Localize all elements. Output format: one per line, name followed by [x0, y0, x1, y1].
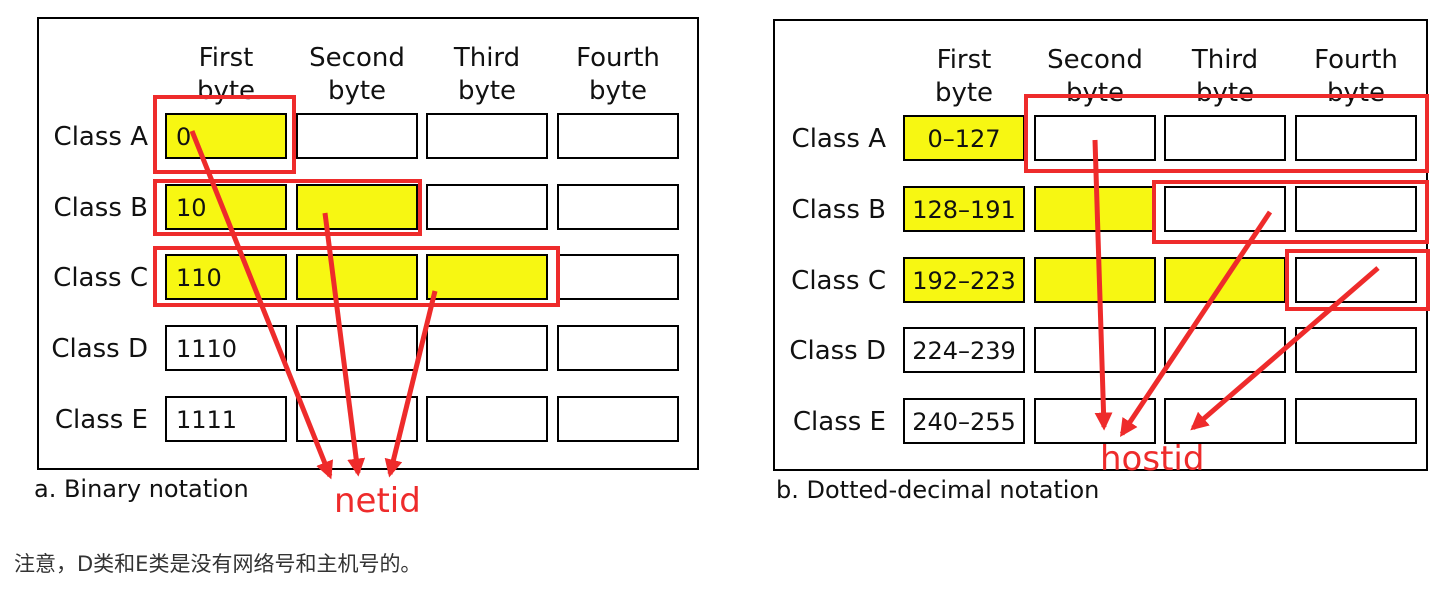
dotted-first-byte-value-1: 0–127 — [927, 125, 1000, 153]
binary-cell-r2-c4 — [557, 184, 679, 230]
dotted-cell-r4-c2 — [1034, 327, 1156, 373]
binary-col-header-3-line1: Third — [453, 43, 520, 73]
dotted-cell-r5-c1 — [903, 398, 1025, 444]
binary-row-label-2: Class B — [53, 193, 148, 223]
dotted-first-byte-value-4: 224–239 — [912, 337, 1016, 365]
binary-cell-r1-c2 — [296, 113, 418, 159]
note-text: 注意，D类和E类是没有网络号和主机号的。 — [14, 552, 422, 576]
dotted-arrow-2 — [1119, 210, 1273, 437]
dotted-caption: b. Dotted-decimal notation — [776, 476, 1099, 504]
binary-cell-r3-c4 — [557, 254, 679, 300]
binary-cell-r5-c3 — [426, 396, 548, 442]
dotted-cell-r1-c1 — [903, 115, 1025, 161]
binary-cell-r2-c3 — [426, 184, 548, 230]
dotted-col-header-2-line2: byte — [1066, 78, 1124, 108]
dotted-first-byte-value-5: 240–255 — [912, 408, 1016, 436]
binary-red-box-2 — [153, 179, 422, 236]
dotted-cell-r3-c1 — [903, 257, 1025, 303]
dotted-col-header-1-line1: First — [937, 45, 992, 75]
dotted-red-box-2 — [1152, 180, 1429, 244]
binary-cell-r3-c3 — [426, 254, 548, 300]
binary-first-byte-value-1: 0 — [176, 123, 191, 151]
binary-arrow-3 — [384, 290, 438, 478]
dotted-col-header-4-line2: byte — [1327, 78, 1385, 108]
binary-cell-r3-c2 — [296, 254, 418, 300]
dotted-row-label-3: Class C — [791, 266, 886, 296]
dotted-cell-r2-c3 — [1164, 186, 1286, 232]
dotted-row-label-1: Class A — [792, 124, 887, 154]
dotted-cell-r5-c3 — [1164, 398, 1286, 444]
binary-row-label-1: Class A — [54, 122, 149, 152]
binary-col-header-1-line2: byte — [197, 76, 255, 106]
binary-cell-r1-c3 — [426, 113, 548, 159]
binary-first-byte-value-5: 1111 — [176, 406, 237, 434]
binary-red-box-3 — [153, 246, 560, 307]
dotted-cell-r2-c4 — [1295, 186, 1417, 232]
dotted-col-header-3-line2: byte — [1196, 78, 1254, 108]
binary-row-label-5: Class E — [55, 405, 148, 435]
binary-first-byte-value-4: 1110 — [176, 335, 237, 363]
dotted-cell-r3-c4 — [1295, 257, 1417, 303]
dotted-cell-r1-c4 — [1295, 115, 1417, 161]
binary-cell-r4-c1 — [165, 325, 287, 371]
dotted-col-header-4-line1: Fourth — [1314, 45, 1398, 75]
dotted-cell-r3-c3 — [1164, 257, 1286, 303]
dotted-annotation-label: hostid — [1100, 439, 1204, 479]
dotted-first-byte-value-3: 192–223 — [912, 267, 1016, 295]
binary-first-byte-value-2: 10 — [176, 194, 207, 222]
binary-cell-r5-c4 — [557, 396, 679, 442]
binary-row-label-3: Class C — [53, 263, 148, 293]
binary-cell-r1-c4 — [557, 113, 679, 159]
binary-cell-r5-c1 — [165, 396, 287, 442]
dotted-col-header-2-line1: Second — [1047, 45, 1143, 75]
binary-col-header-1-line1: First — [199, 43, 254, 73]
binary-arrow-1 — [189, 130, 334, 480]
binary-col-header-3-line2: byte — [458, 76, 516, 106]
dotted-row-label-2: Class B — [791, 195, 886, 225]
dotted-red-box-1 — [1024, 94, 1429, 173]
binary-col-header-2-line2: byte — [328, 76, 386, 106]
dotted-col-header-1-line2: byte — [935, 78, 993, 108]
dotted-cell-r1-c3 — [1164, 115, 1286, 161]
dotted-first-byte-value-2: 128–191 — [912, 196, 1016, 224]
dotted-cell-r4-c4 — [1295, 327, 1417, 373]
dotted-red-box-3 — [1285, 249, 1430, 311]
dotted-row-label-4: Class D — [789, 336, 886, 366]
binary-cell-r2-c1 — [165, 184, 287, 230]
binary-cell-r3-c1 — [165, 254, 287, 300]
dotted-cell-r4-c1 — [903, 327, 1025, 373]
dotted-row-label-5: Class E — [793, 407, 886, 437]
dotted-frame — [773, 19, 1428, 471]
binary-frame — [37, 17, 699, 470]
binary-col-header-4-line1: Fourth — [576, 43, 660, 73]
binary-cell-r4-c4 — [557, 325, 679, 371]
binary-col-header-4-line2: byte — [589, 76, 647, 106]
binary-annotation-label: netid — [334, 481, 421, 521]
binary-cell-r5-c2 — [296, 396, 418, 442]
dotted-cell-r3-c2 — [1034, 257, 1156, 303]
binary-red-box-1 — [153, 95, 296, 174]
dotted-col-header-3-line1: Third — [1191, 45, 1258, 75]
binary-cell-r4-c3 — [426, 325, 548, 371]
dotted-cell-r2-c1 — [903, 186, 1025, 232]
binary-cell-r1-c1 — [165, 113, 287, 159]
dotted-cell-r5-c2 — [1034, 398, 1156, 444]
binary-caption: a. Binary notation — [34, 475, 249, 503]
binary-cell-r4-c2 — [296, 325, 418, 371]
binary-arrow-2 — [322, 212, 366, 477]
binary-row-label-4: Class D — [51, 334, 148, 364]
dotted-arrow-3 — [1190, 266, 1380, 431]
binary-col-header-2-line1: Second — [309, 43, 405, 73]
ip-class-diagram: FirstbyteSecondbyteThirdbyteFourthbyteCl… — [34, 17, 1430, 521]
dotted-cell-r5-c4 — [1295, 398, 1417, 444]
dotted-arrow-1 — [1092, 139, 1113, 431]
binary-cell-r2-c2 — [296, 184, 418, 230]
binary-first-byte-value-3: 110 — [176, 264, 222, 292]
